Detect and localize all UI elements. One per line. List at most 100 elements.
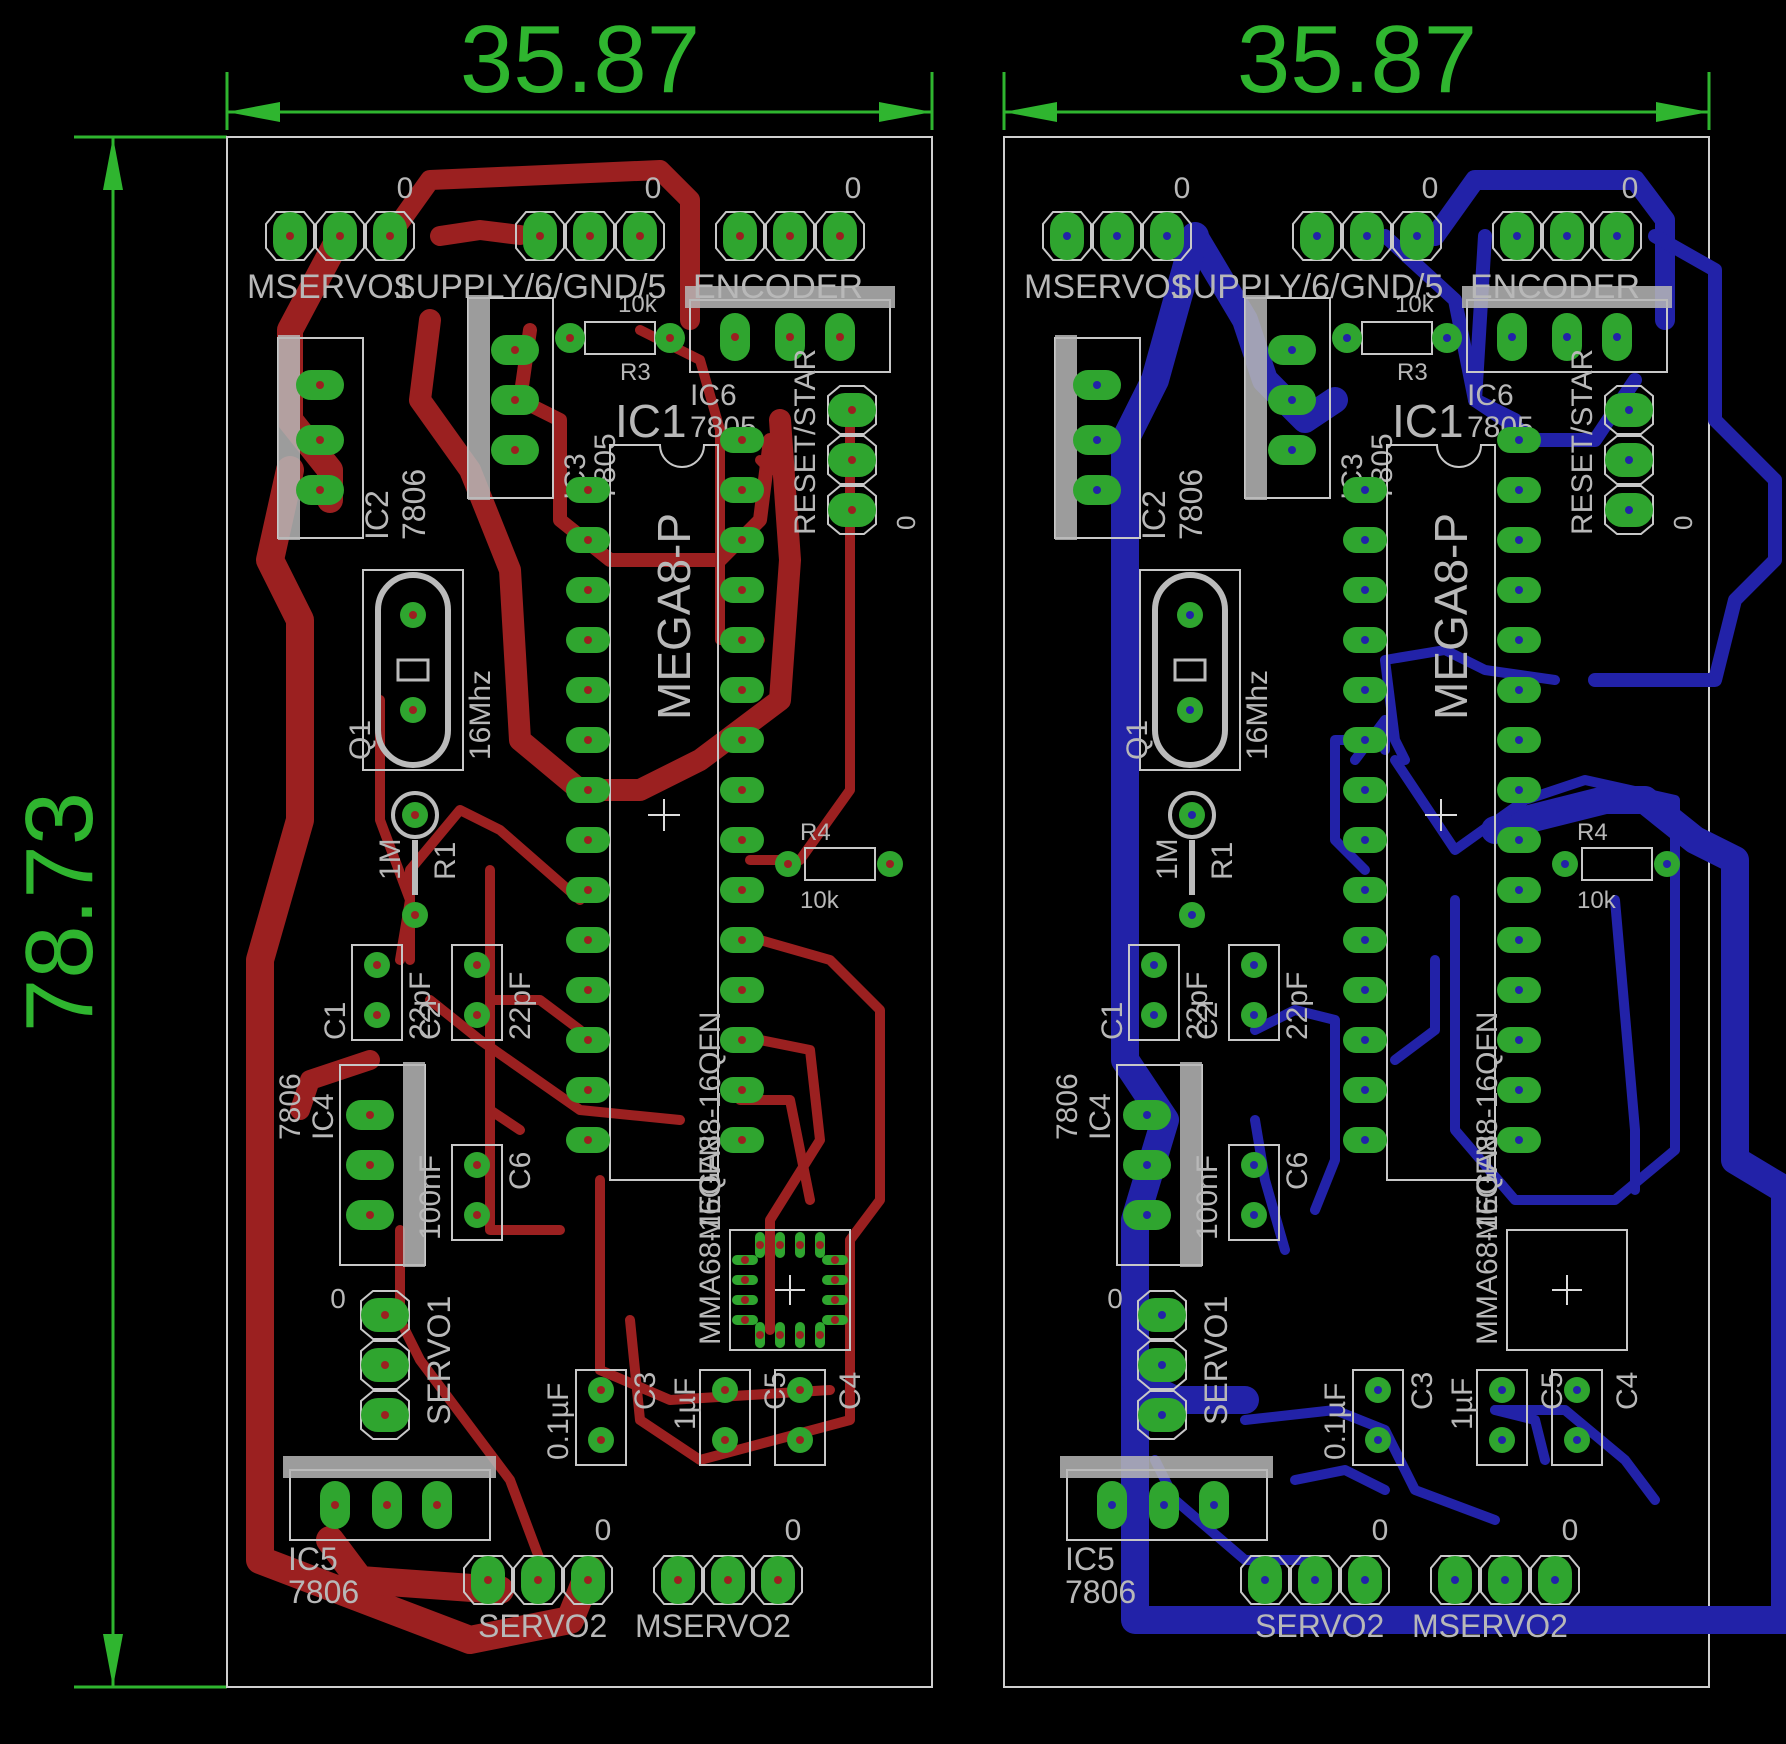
pad-drill (1361, 1086, 1369, 1094)
pad-drill (738, 836, 746, 844)
pad-drill (738, 586, 746, 594)
copper-trace (1490, 1405, 1660, 1505)
mega8-pin-right (720, 1077, 764, 1103)
mega8-pin-right (720, 827, 764, 853)
pad-drill (738, 636, 746, 644)
pad-drill (831, 1256, 839, 1264)
mega8-pin-left (566, 827, 610, 853)
header-outline (1592, 211, 1642, 261)
mega8-pin-right (720, 627, 764, 653)
pad-drill (597, 1436, 605, 1444)
mega8-pin-left (566, 477, 610, 503)
copper-trace (246, 456, 604, 1654)
header-pin (1550, 212, 1584, 260)
qfn-pad (822, 1295, 848, 1305)
pad-drill (1250, 1161, 1258, 1169)
label-c3: C3 (629, 1372, 662, 1410)
ic3-pin (491, 385, 539, 415)
pad-drill (1250, 961, 1258, 969)
c4-pin (787, 1377, 813, 1403)
pad-drill (584, 736, 592, 744)
mega8-pin-left (566, 577, 610, 603)
header-outline (565, 211, 615, 261)
q1-can (1152, 572, 1228, 768)
label-c4: C4 (834, 1372, 867, 1410)
pad-drill (1551, 1576, 1559, 1584)
label-ic5-part: 7806 (288, 1574, 359, 1610)
header-pin (471, 1556, 505, 1604)
mega8-pin-left (1343, 1127, 1387, 1153)
label-c6: C6 (504, 1152, 537, 1190)
qfn-pad (732, 1255, 758, 1265)
ic4-pin (346, 1150, 394, 1180)
pad-drill (1515, 686, 1523, 694)
ic5-pin (1199, 1481, 1229, 1529)
qfn-pad (822, 1275, 848, 1285)
copper-trace (425, 995, 685, 1125)
c1-body (351, 944, 403, 1041)
label-c1: C1 (1096, 1002, 1129, 1040)
header-pin (1100, 212, 1134, 260)
pad-drill (386, 232, 394, 240)
qfn-pad (732, 1295, 758, 1305)
q1-pin (400, 602, 426, 628)
copper-trace (1490, 1405, 1550, 1465)
pad-drill (1374, 1436, 1382, 1444)
c5-pin (1489, 1377, 1515, 1403)
label-r1: R1 (429, 842, 462, 880)
mega8-pin-right (1497, 777, 1541, 803)
ic4-pin (1123, 1100, 1171, 1130)
header-outline (653, 1555, 703, 1605)
header-outline (827, 485, 877, 535)
pad-drill (411, 911, 419, 919)
pad-drill (1613, 232, 1621, 240)
pad-drill (1163, 232, 1171, 240)
c3-pin (588, 1377, 614, 1403)
header-outline (1604, 385, 1654, 435)
c2-pin (1241, 1002, 1267, 1028)
height-label: 78.73 (6, 792, 113, 1032)
pad-drill (1311, 1576, 1319, 1584)
label-r1: R1 (1206, 842, 1239, 880)
header-outline (563, 1555, 613, 1605)
pad-drill (1361, 586, 1369, 594)
ic5-pin (1149, 1481, 1179, 1529)
header-pin (523, 212, 557, 260)
q1-pin (1177, 697, 1203, 723)
ic2-pin (1073, 425, 1121, 455)
label-c2: C2 (414, 1002, 447, 1040)
header-pin (1605, 393, 1653, 427)
header-outline (1480, 1555, 1530, 1605)
ic6-pin (720, 313, 750, 361)
label-c1-value: 22pF (404, 972, 437, 1040)
pad-drill (636, 232, 644, 240)
qfn-pad (755, 1322, 765, 1348)
header-servo1 (1137, 1290, 1187, 1440)
copper-trace (430, 220, 530, 246)
pad-drill (674, 1576, 682, 1584)
header-pin (711, 1556, 745, 1604)
mega8-pin-right (1497, 927, 1541, 953)
origin-cross (648, 799, 680, 831)
qfn-pad (732, 1275, 758, 1285)
pad-drill (409, 706, 417, 714)
c5-body (1476, 1369, 1528, 1466)
header-pin (723, 212, 757, 260)
label-r1-value: 1M (374, 838, 407, 880)
header-pin (1600, 212, 1634, 260)
pad-drill (1186, 706, 1194, 714)
label-reset: RESET/STAR (1566, 349, 1599, 535)
pad-drill (1186, 611, 1194, 619)
r3-pin (555, 323, 585, 353)
label-supply: SUPPLY/6/GND/5 (393, 268, 666, 306)
label-c6-value: 100nF (1191, 1155, 1224, 1240)
header-outline (715, 211, 765, 261)
pad-drill (1261, 1576, 1269, 1584)
pad-drill (381, 1311, 389, 1319)
label-servo2: SERVO2 (1255, 1608, 1384, 1644)
qfn-pad (822, 1315, 848, 1325)
r1-pin (1179, 902, 1205, 928)
header-outline (360, 1390, 410, 1440)
pad-drill (1361, 486, 1369, 494)
c3-pin (1365, 1377, 1391, 1403)
